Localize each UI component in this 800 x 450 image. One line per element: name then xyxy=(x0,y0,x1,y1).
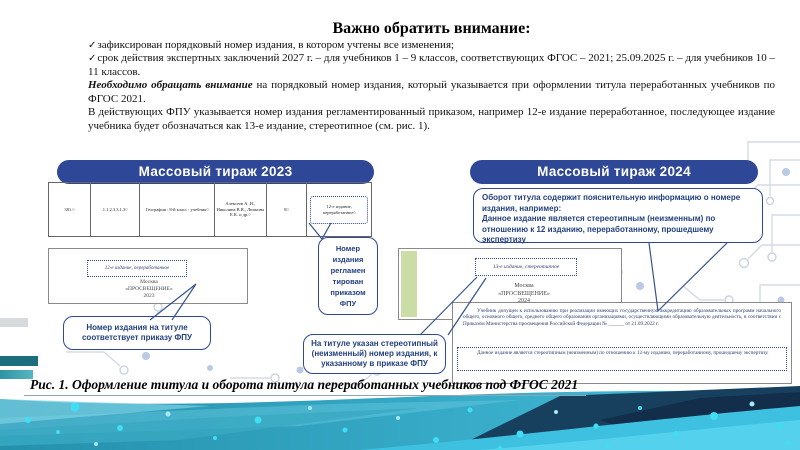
title-page-2023-imprint: Москва «ПРОСВЕЩЕНИЕ» 2023 xyxy=(125,279,173,299)
table-cell-edition: 12-е издание, переработанное¤ xyxy=(307,183,371,236)
title-page-2024-imprint: Москва «ПРОСВЕЩЕНИЕ» 2024 xyxy=(498,283,550,304)
title-page-2023: 12-е издание, переработанное Москва «ПРО… xyxy=(48,248,248,304)
oborot-dotted-note: Данное издание является стереотипным (не… xyxy=(457,347,787,371)
table-cell-fpu-code: 1.1.2.3.3.1.3¤ xyxy=(91,183,141,236)
checkmark-icon: ✓ xyxy=(88,53,97,64)
caption-rule xyxy=(24,395,586,396)
deco-bar-dark-teal xyxy=(0,356,38,366)
figure-caption: Рис. 1. Оформление титула и оборота титу… xyxy=(30,377,579,392)
paragraph-line: В действующих ФПУ указывается номер изда… xyxy=(88,106,775,132)
checkmark-icon: ✓ xyxy=(88,40,97,51)
oborot-paragraph: Учебник допущен к использованию при реал… xyxy=(463,308,781,327)
bullet-line-1: ✓зафиксирован порядковый номер издания, … xyxy=(88,39,775,53)
bullet-2-text: срок действия экспертных заключений 2027… xyxy=(88,52,775,78)
table-cell-title: География : 8-й класс : учебник¤ xyxy=(140,183,215,236)
pill-2023: Массовый тираж 2023 xyxy=(57,160,374,184)
green-strip xyxy=(401,251,417,317)
table-cell-number: 381.¤ xyxy=(49,183,91,236)
table-cell-grade: 8¤ xyxy=(267,183,308,236)
wave-dots xyxy=(25,401,790,450)
callout-title-matches-order: Номер издания на титуле соответствует пр… xyxy=(63,316,211,350)
oborot-page: Учебник допущен к использованию при реал… xyxy=(452,302,792,384)
pill-2024: Массовый тираж 2024 xyxy=(470,160,758,184)
fpu-table-row: 381.¤ 1.1.2.3.3.1.3¤ География : 8-й кла… xyxy=(48,182,372,237)
note-line: Необходимо обращать внимание на порядков… xyxy=(88,79,775,106)
callout-stereotype-number: На титуле указан стереотипный (неизменны… xyxy=(303,334,446,374)
order-number-box: Номер издания регламен тирован приказом … xyxy=(318,237,378,315)
title-page-2024-edition: 13-е издание, стереотипное xyxy=(475,258,577,276)
note-lead: Необходимо обращать внимание xyxy=(88,79,253,91)
deco-bar-gray xyxy=(0,318,28,327)
page-title: Важно обратить внимание: xyxy=(332,20,531,37)
edition-dotted-box: 12-е издание, переработанное¤ xyxy=(310,195,369,224)
bullet-line-2: ✓срок действия экспертных заключений 202… xyxy=(88,52,775,79)
title-page-2023-edition: 12-е издание, переработанное xyxy=(87,260,187,277)
table-cell-authors: Алексеев А. И., Николина В.В., Липкина Е… xyxy=(215,183,267,236)
oborot-info-box: Оборот титула содержит пояснительную инф… xyxy=(473,188,763,244)
note-rest: на порядковый номер издания, который ука… xyxy=(88,79,775,105)
bullet-1-text: зафиксирован порядковый номер издания, в… xyxy=(97,39,455,51)
deco-bar-teal xyxy=(0,370,33,379)
